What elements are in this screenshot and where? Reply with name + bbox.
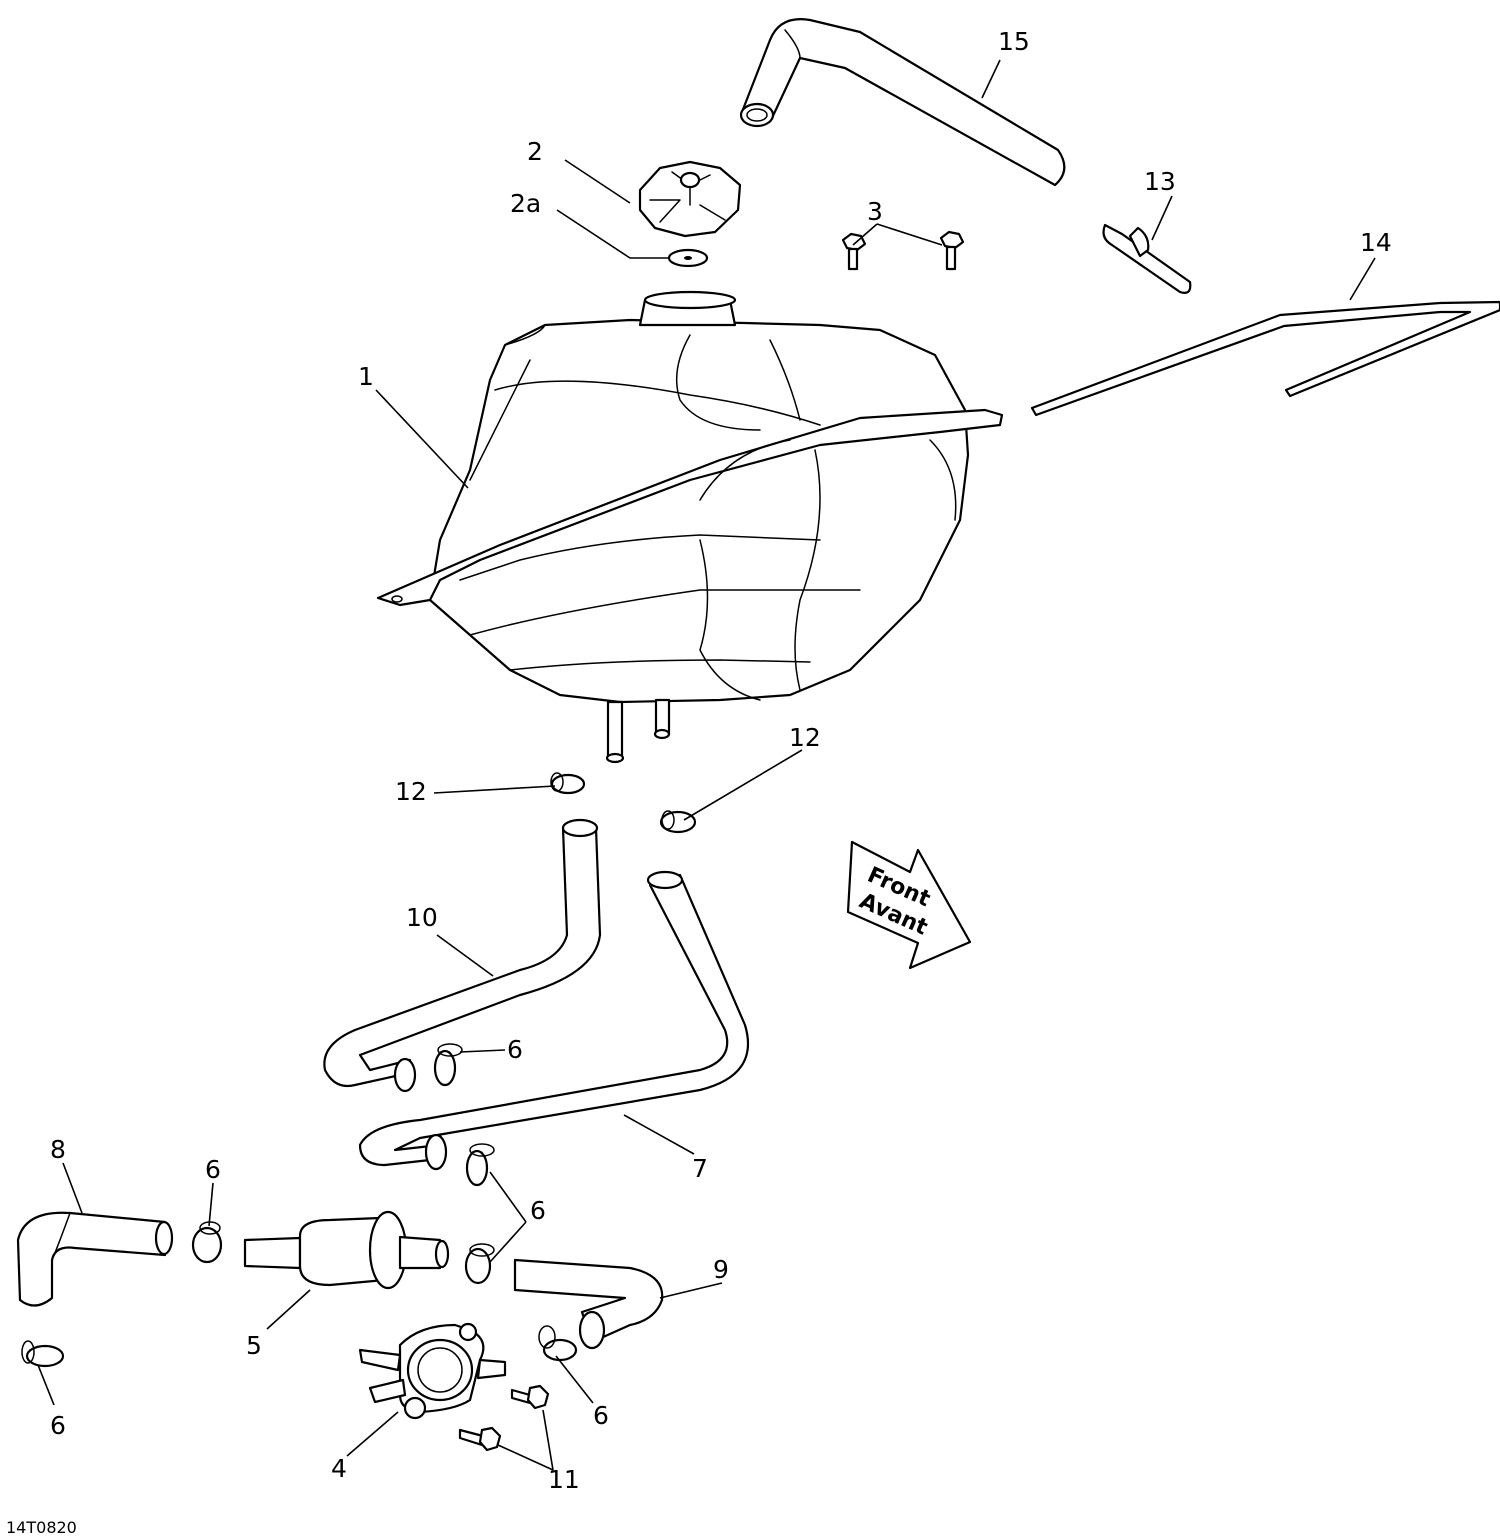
callout-15: 14	[1360, 228, 1392, 257]
callout-13: 15	[998, 27, 1030, 56]
callout-6-valve: 6	[593, 1401, 609, 1430]
callout-9: 9	[713, 1255, 729, 1284]
callout-2: 2	[527, 137, 543, 166]
fuel-cap-2	[638, 160, 742, 238]
callout-labels: 15 2 2a 3 13 14 1 12 12 10 6 7 8 6 6 9 5…	[50, 27, 1392, 1494]
hose-connector-14	[1102, 223, 1192, 294]
leader-lines	[37, 59, 1376, 1471]
callout-6-filter-left: 6	[205, 1155, 221, 1184]
tank-bolts-3	[841, 230, 965, 271]
callout-8: 8	[50, 1135, 66, 1164]
callout-14: 13	[1144, 167, 1176, 196]
front-direction-arrow: Front Avant	[846, 840, 972, 970]
callout-7: 7	[692, 1154, 708, 1183]
fuel-tank-1	[376, 290, 1004, 764]
figure-id: 14T0820	[6, 1518, 77, 1537]
callout-2a: 2a	[510, 189, 541, 218]
hose-clamps-12	[550, 772, 697, 834]
tank-seal-strip-15	[1030, 300, 1500, 417]
fuel-hose-7	[358, 870, 750, 1171]
callout-6-filter-right: 6	[530, 1196, 546, 1225]
callout-12-right: 12	[789, 723, 821, 752]
callout-6-lower-left: 6	[50, 1411, 66, 1440]
fuel-filter-5	[243, 1210, 450, 1290]
callout-5: 5	[246, 1331, 262, 1360]
callout-4: 4	[331, 1454, 347, 1483]
callout-1: 1	[358, 362, 374, 391]
cap-gasket-2a	[667, 248, 709, 268]
callout-6-upper: 6	[507, 1035, 523, 1064]
callout-10: 10	[406, 903, 438, 932]
hose-clamps-6	[21, 1043, 578, 1368]
fuel-hose-9	[513, 1258, 664, 1350]
callout-3: 3	[867, 197, 883, 226]
fuel-hose-8	[16, 1211, 174, 1307]
valve-bolts-11	[458, 1384, 550, 1452]
callout-12-left: 12	[395, 777, 427, 806]
callout-11: 11	[548, 1465, 580, 1494]
fuel-hose-10	[323, 818, 602, 1093]
vent-hose-13	[739, 18, 1066, 187]
fuel-valve-4	[358, 1322, 507, 1420]
